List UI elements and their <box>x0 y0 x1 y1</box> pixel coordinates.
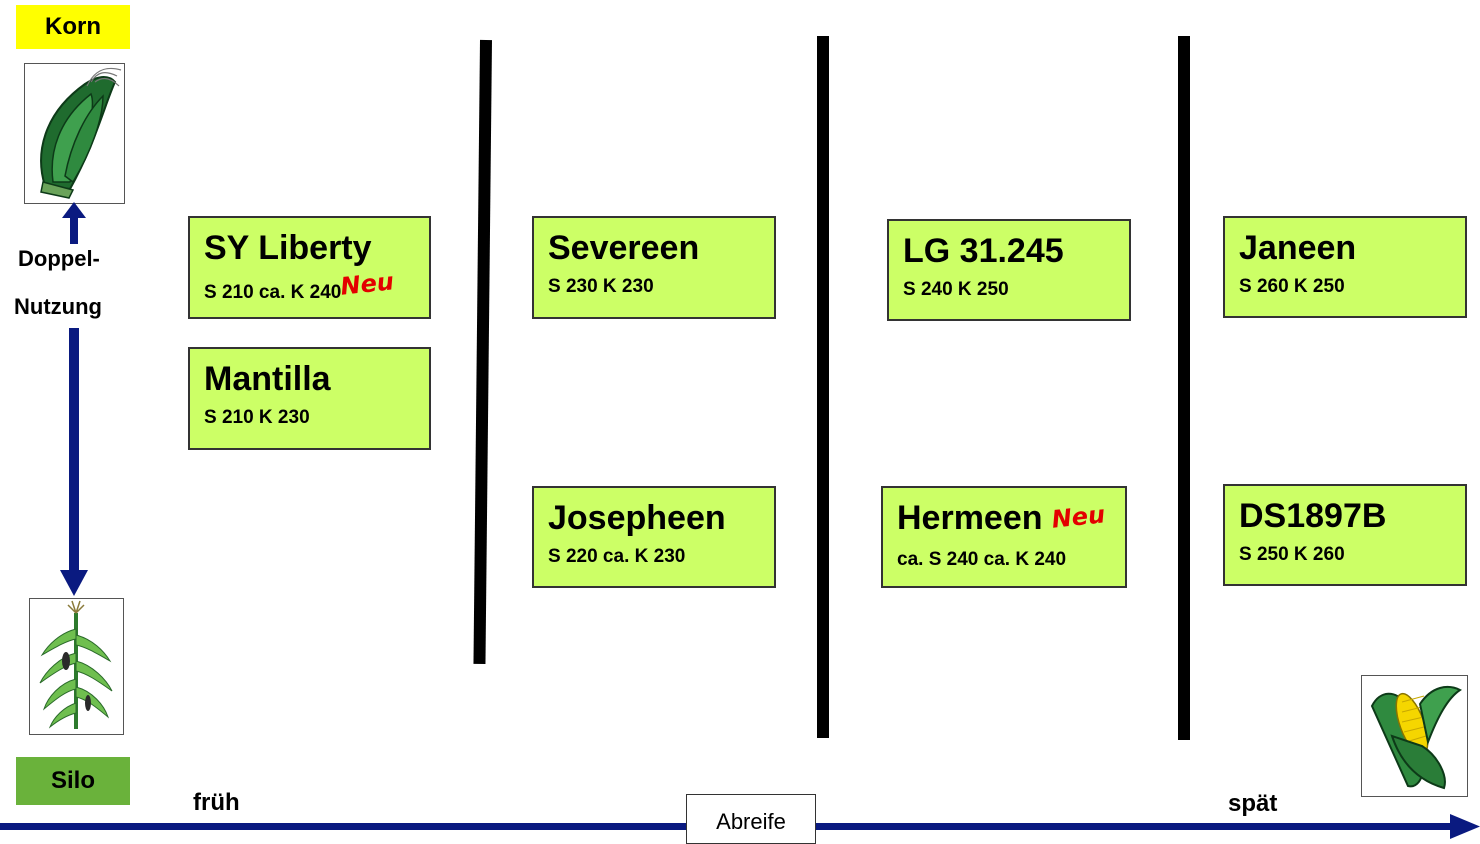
variety-card-josepheen: Josepheen S 220 ca. K 230 <box>532 486 776 588</box>
variety-card-severeen: Severeen S 230 K 230 <box>532 216 776 319</box>
variety-spec: S 260 K 250 <box>1239 276 1345 297</box>
variety-spec: ca. S 240 ca. K 240 <box>897 549 1067 570</box>
divider-2 <box>817 36 829 738</box>
variety-spec: S 250 K 260 <box>1239 544 1345 565</box>
axis-start-label: früh <box>193 789 240 816</box>
variety-spec: S 220 ca. K 230 <box>548 546 686 567</box>
silo-label: Silo <box>16 757 130 805</box>
nutzung-label: Nutzung <box>14 294 102 319</box>
double-arrow-vertical <box>60 202 88 596</box>
new-badge: Neu <box>1050 500 1107 534</box>
variety-name: Severeen <box>548 229 700 267</box>
variety-name: LG 31.245 <box>903 232 1064 270</box>
variety-name-text: Hermeen <box>897 499 1043 537</box>
new-badge: Neu <box>339 267 396 301</box>
axis-end-label: spät <box>1228 790 1278 817</box>
variety-name: Mantilla <box>204 360 331 398</box>
variety-card-mantilla: Mantilla S 210 K 230 <box>188 347 431 450</box>
corn-cob-icon <box>1361 675 1468 797</box>
axis-center-label: Abreife <box>686 794 816 844</box>
corn-cob-husk-icon <box>24 63 125 204</box>
variety-card-hermeen: Hermeen Neu ca. S 240 ca. K 240 <box>881 486 1127 588</box>
doppel-label: Doppel- <box>18 246 100 271</box>
variety-card-sy-liberty: SY Liberty S 210 ca. K 240Neu <box>188 216 431 319</box>
variety-spec: S 230 K 230 <box>548 276 654 297</box>
divider-3 <box>1178 36 1190 740</box>
variety-name: Janeen <box>1239 229 1357 267</box>
variety-card-ds1897b: DS1897B S 250 K 260 <box>1223 484 1467 586</box>
variety-spec: S 210 K 230 <box>204 407 310 428</box>
variety-name: Hermeen Neu <box>897 498 1111 541</box>
variety-name: Josepheen <box>548 499 726 537</box>
variety-spec: S 240 K 250 <box>903 279 1009 300</box>
variety-name: DS1897B <box>1239 497 1387 535</box>
korn-label: Korn <box>16 5 130 49</box>
variety-card-lg-31-245: LG 31.245 S 240 K 250 <box>887 219 1131 321</box>
variety-name: SY Liberty <box>204 229 372 267</box>
divider-1 <box>473 39 492 665</box>
variety-spec: S 210 ca. K 240Neu <box>204 267 415 304</box>
variety-card-janeen: Janeen S 260 K 250 <box>1223 216 1467 318</box>
variety-spec-text: S 210 ca. K 240 <box>204 282 342 303</box>
corn-plant-icon <box>29 598 124 735</box>
